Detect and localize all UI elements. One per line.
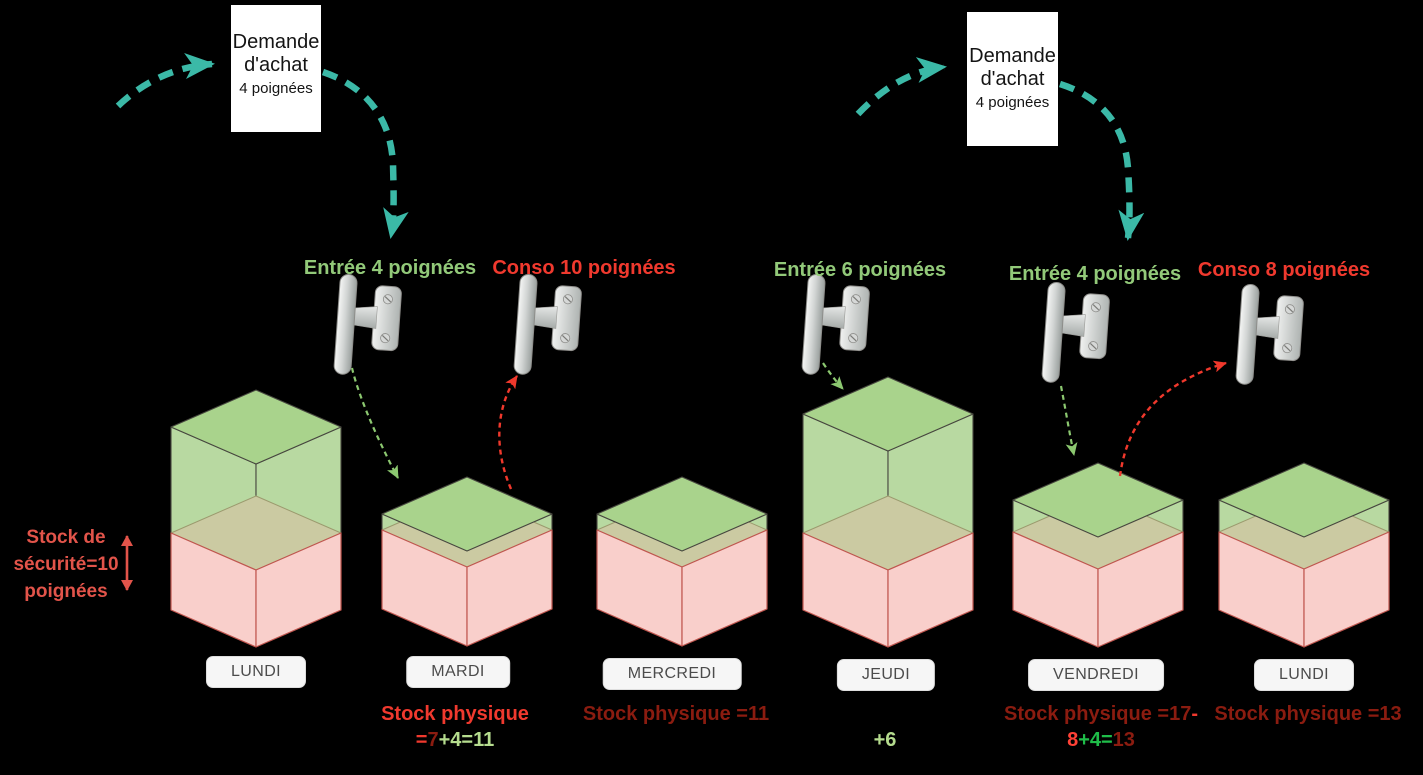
safety-stock-face-right (255, 532, 342, 648)
door-handle-icon (1040, 281, 1112, 387)
stock-box-lundi-5 (1218, 462, 1390, 648)
stock-note-vendredi: Stock physique =17- 8+4=13 (1004, 701, 1198, 753)
stock-note-segment: Stock physique =17 (1004, 703, 1192, 725)
flow-label-conso-lundi: Conso 8 poignées (1197, 259, 1371, 281)
purchase-flow-arrows (115, 53, 1145, 241)
stock-note-segment: +4=11 (438, 729, 495, 751)
flow-label-entry-jeudi: Entrée 6 poignées (773, 259, 947, 281)
safety-stock-face-right (887, 532, 974, 648)
door-handle-icon (1234, 283, 1306, 389)
stock-note-line (874, 701, 897, 727)
stock-note-segment: Stock physique =13 (1214, 703, 1402, 725)
purchase-request-quantity: 4 poignées (975, 94, 1050, 111)
safety-stock-line: Stock de (26, 527, 106, 548)
safety-stock-face-right (1303, 531, 1390, 648)
stock-note-line: Stock physique (381, 701, 529, 727)
arrow-to-purchase-request-1 (115, 53, 215, 109)
arrow-to-purchase-request-2 (855, 57, 947, 117)
stock-note-segment: Stock physique (381, 703, 529, 725)
safety-stock-line: poignées (24, 581, 108, 602)
day-label-mercredi: MERCREDI (602, 658, 742, 690)
day-label-lundi-2: LUNDI (1253, 659, 1355, 691)
safety-stock-face-right (466, 529, 553, 647)
flow-label-entry-mardi: Entrée 4 poignées (303, 257, 477, 279)
stock-note-jeudi: +6 (874, 701, 897, 753)
stock-note-lundi-2: Stock physique =13 (1214, 701, 1401, 727)
stock-note-line: +6 (874, 727, 897, 753)
flow-label-entry-vendredi: Entrée 4 poignées (1008, 263, 1182, 285)
consumption-arrow-mardi (498, 375, 518, 490)
entry-arrow-jeudi (822, 362, 844, 390)
stock-box-mercredi-2 (596, 476, 768, 647)
entry-arrow-vendredi (1059, 385, 1078, 456)
day-label-lundi-1: LUNDI (205, 656, 307, 688)
stock-note-segment: Stock physique =11 (582, 703, 770, 725)
stock-box-mardi-1 (381, 476, 553, 647)
flow-label-conso-mardi: Conso 10 poignées (492, 257, 676, 279)
stock-note-line: Stock physique =13 (1214, 701, 1401, 727)
entry-arrows (350, 362, 1078, 479)
stock-note-segment: +6 (873, 729, 897, 751)
stock-note-segment: 8 (1067, 729, 1079, 751)
door-handles (332, 273, 1306, 389)
entry-arrow-mardi (350, 367, 399, 479)
safety-stock-face-right (681, 529, 768, 647)
safety-stock-line: sécurité=10 (13, 554, 119, 575)
stock-note-line: 8+4=13 (1004, 727, 1198, 753)
stock-note-line: Stock physique =17- (1004, 701, 1198, 727)
stock-note-line: Stock physique =11 (583, 701, 769, 727)
available-stock-top-face (802, 376, 974, 452)
stock-box-vendredi-4 (1012, 462, 1184, 648)
purchase-request-quantity: 4 poignées (239, 80, 313, 97)
stock-box-lundi-0 (170, 389, 342, 648)
available-stock-top-face (170, 389, 342, 465)
door-handle-icon (800, 273, 872, 379)
arrow-purchase-request-1-to-entry (321, 68, 409, 239)
stock-note-segment: 7 (427, 729, 439, 751)
available-stock-top-face (1012, 462, 1184, 538)
safety-stock-label: Stock de sécurité=10 poignées (13, 524, 118, 605)
consumption-arrow-vendredi (1118, 360, 1227, 477)
stock-note-segment: +4= (1078, 729, 1113, 751)
stock-note-segment: - (1191, 703, 1198, 725)
purchase-request-card-1: Demande d'achat 4 poignées (231, 5, 321, 132)
stock-note-segment: 13 (1112, 729, 1135, 751)
purchase-request-title: d'achat (244, 54, 308, 76)
door-handle-icon (332, 273, 404, 379)
day-label-jeudi: JEUDI (836, 659, 936, 691)
purchase-request-title: Demande (969, 45, 1056, 67)
stock-note-line: =7+4=11 (381, 727, 529, 753)
stock-box-jeudi-3 (802, 376, 974, 648)
day-label-mardi: MARDI (406, 656, 510, 688)
stock-note-segment: = (415, 729, 428, 751)
consumption-arrows (498, 360, 1227, 490)
available-stock-top-face (596, 476, 768, 552)
purchase-request-title: Demande (232, 31, 320, 53)
door-handle-icon (512, 273, 584, 379)
available-stock-top-face (381, 476, 553, 552)
purchase-request-title: d'achat (980, 68, 1045, 90)
stock-note-mardi: Stock physique =7+4=11 (381, 701, 529, 753)
stock-boxes (170, 376, 1390, 648)
available-stock-top-face (1218, 462, 1390, 538)
purchase-request-card-2: Demande d'achat 4 poignées (967, 12, 1058, 146)
safety-stock-face-right (1097, 531, 1184, 648)
day-label-vendredi: VENDREDI (1028, 659, 1164, 691)
stock-note-mercredi: Stock physique =11 (583, 701, 769, 727)
arrow-purchase-request-2-to-entry (1059, 80, 1145, 241)
